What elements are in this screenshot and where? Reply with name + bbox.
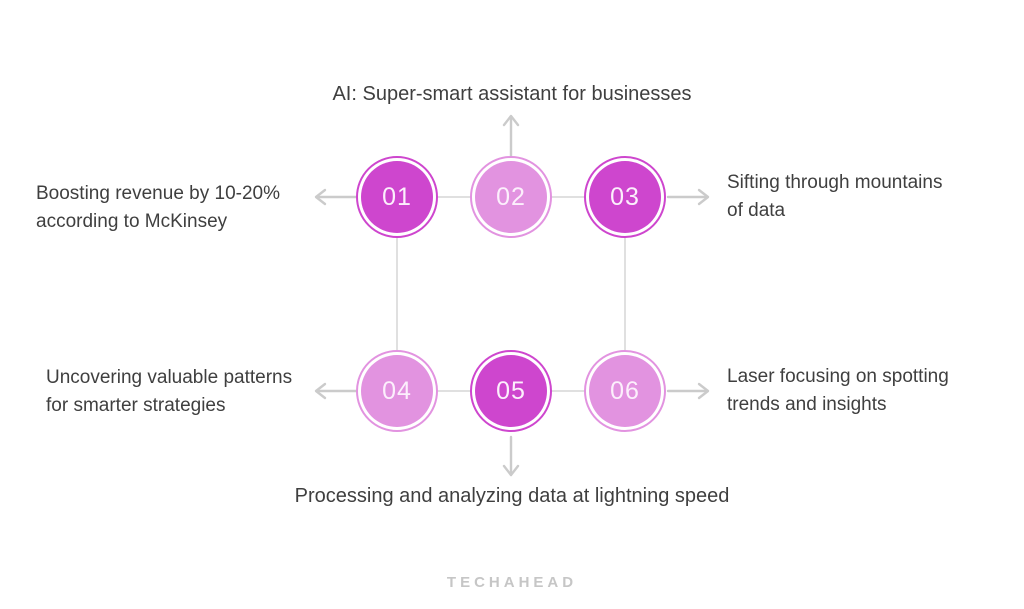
right-arrow-icon	[666, 188, 710, 206]
label-line: trends and insights	[727, 394, 887, 415]
step-number: 06	[589, 355, 661, 427]
label-bottom: Processing and analyzing data at lightni…	[294, 485, 730, 507]
connector-line	[550, 390, 586, 392]
connector-line	[436, 196, 472, 198]
right-arrow-icon	[666, 382, 710, 400]
label-right-bottom: Laser focusing on spotting trends and in…	[727, 363, 949, 419]
down-arrow-icon	[502, 435, 520, 477]
label-line: Laser focusing on spotting	[727, 366, 949, 387]
label-left-bottom: Uncovering valuable patterns for smarter…	[46, 364, 292, 420]
step-circle: 05	[470, 350, 552, 432]
up-arrow-icon	[502, 114, 520, 158]
step-circle: 03	[584, 156, 666, 238]
label-line: Boosting revenue by 10-20%	[36, 183, 280, 204]
connector-line	[396, 238, 398, 350]
step-number: 02	[475, 161, 547, 233]
connector-line	[550, 196, 586, 198]
step-number: 05	[475, 355, 547, 427]
step-circle: 01	[356, 156, 438, 238]
left-arrow-icon	[314, 382, 358, 400]
label-line: according to McKinsey	[36, 211, 228, 232]
label-right-top: Sifting through mountains of data	[727, 169, 942, 225]
step-circle: 02	[470, 156, 552, 238]
label-line: Sifting through mountains	[727, 172, 943, 193]
label-left-top: Boosting revenue by 10-20% according to …	[36, 180, 280, 236]
connector-line	[436, 390, 472, 392]
label-line: Uncovering valuable patterns	[46, 367, 293, 388]
step-number: 01	[361, 161, 433, 233]
connector-line	[624, 238, 626, 350]
step-circle: 04	[356, 350, 438, 432]
step-number: 03	[589, 161, 661, 233]
techahead-logo: TECHAHEAD	[446, 574, 578, 591]
step-number: 04	[361, 355, 433, 427]
label-line: for smarter strategies	[46, 395, 226, 416]
left-arrow-icon	[314, 188, 358, 206]
diagram-title: AI: Super-smart assistant for businesses	[332, 83, 692, 105]
label-line: of data	[727, 200, 786, 221]
step-circle: 06	[584, 350, 666, 432]
